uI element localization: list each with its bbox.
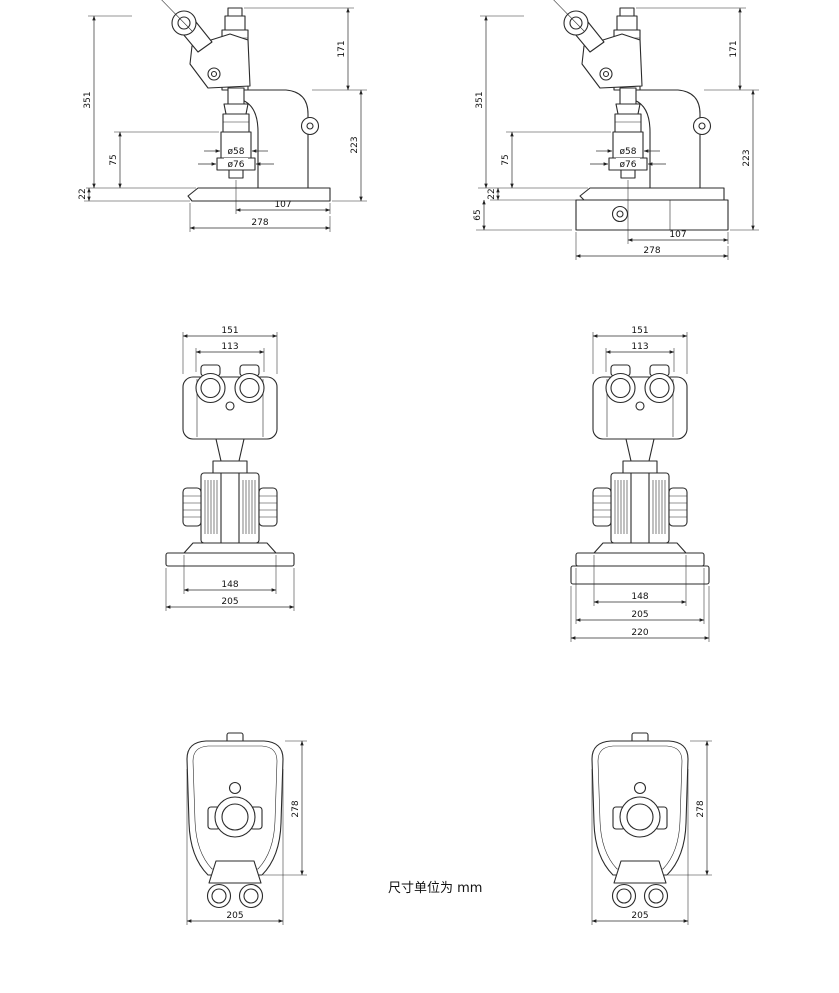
dim-label-22: 22 bbox=[487, 188, 497, 199]
dimensions: 278 205 bbox=[186, 740, 307, 925]
microscope-drawing bbox=[171, 7, 331, 202]
dim-label-171: 171 bbox=[729, 40, 739, 57]
view-top-right: 278 205 bbox=[591, 732, 712, 925]
dim-label-107: 107 bbox=[274, 200, 291, 210]
view-front-left: 151 113 148 205 bbox=[165, 326, 295, 611]
dim-label-22: 22 bbox=[78, 188, 88, 199]
units-note: 尺寸单位为 mm bbox=[388, 881, 483, 896]
dim-label-113: 113 bbox=[221, 342, 238, 352]
dimensions: 278 205 bbox=[591, 740, 712, 925]
dim-label-205: 205 bbox=[226, 911, 243, 921]
dim-label-113: 113 bbox=[631, 342, 648, 352]
dim-label-205: 205 bbox=[631, 911, 648, 921]
view-top-left: 278 205 bbox=[186, 732, 307, 925]
view-front-right: 151 113 148 205 220 bbox=[570, 326, 710, 642]
dimensions: 151 113 148 205 bbox=[165, 326, 295, 611]
stand-base bbox=[570, 565, 710, 585]
stand-base-block bbox=[575, 199, 729, 231]
view-side-left: 351 171 223 75 22 ø58 ø76 107 278 bbox=[78, 0, 367, 232]
dim-label-278: 278 bbox=[291, 800, 301, 817]
dim-label-107: 107 bbox=[669, 230, 686, 240]
dim-label-148: 148 bbox=[221, 580, 238, 590]
dim-label-205: 205 bbox=[221, 597, 238, 607]
dimensions: 351 171 223 75 22 65 ø58 ø76 107 278 bbox=[473, 0, 759, 260]
dim-label-171: 171 bbox=[337, 40, 347, 57]
dim-label-220: 220 bbox=[631, 628, 648, 638]
microscope-drawing bbox=[591, 732, 689, 909]
dim-label-223: 223 bbox=[742, 149, 752, 166]
dim-label-d76: ø76 bbox=[620, 160, 637, 170]
view-side-right: 351 171 223 75 22 65 ø58 ø76 107 278 bbox=[473, 0, 759, 260]
microscope-drawing bbox=[563, 7, 729, 231]
microscope-drawing bbox=[186, 732, 284, 909]
dim-label-278: 278 bbox=[251, 218, 268, 228]
microscope-drawing bbox=[165, 364, 295, 567]
dim-label-75: 75 bbox=[501, 154, 511, 165]
base-plate bbox=[187, 187, 331, 202]
dim-label-278: 278 bbox=[696, 800, 706, 817]
dim-label-65: 65 bbox=[473, 209, 483, 220]
dim-label-351: 351 bbox=[83, 91, 93, 108]
dim-label-d76: ø76 bbox=[228, 160, 245, 170]
dim-label-223: 223 bbox=[350, 136, 360, 153]
dim-label-205: 205 bbox=[631, 610, 648, 620]
dimensions: 151 113 148 205 220 bbox=[570, 326, 710, 642]
dim-label-d58: ø58 bbox=[228, 147, 245, 157]
dim-label-351: 351 bbox=[475, 91, 485, 108]
dim-label-278: 278 bbox=[643, 246, 660, 256]
dim-label-d58: ø58 bbox=[620, 147, 637, 157]
dimensions: 351 171 223 75 22 ø58 ø76 107 278 bbox=[78, 0, 367, 232]
dim-label-151: 151 bbox=[631, 326, 648, 336]
dim-label-148: 148 bbox=[631, 592, 648, 602]
dim-label-151: 151 bbox=[221, 326, 238, 336]
dim-label-75: 75 bbox=[109, 154, 119, 165]
base-plate bbox=[579, 187, 725, 201]
microscope-drawing bbox=[570, 364, 710, 585]
